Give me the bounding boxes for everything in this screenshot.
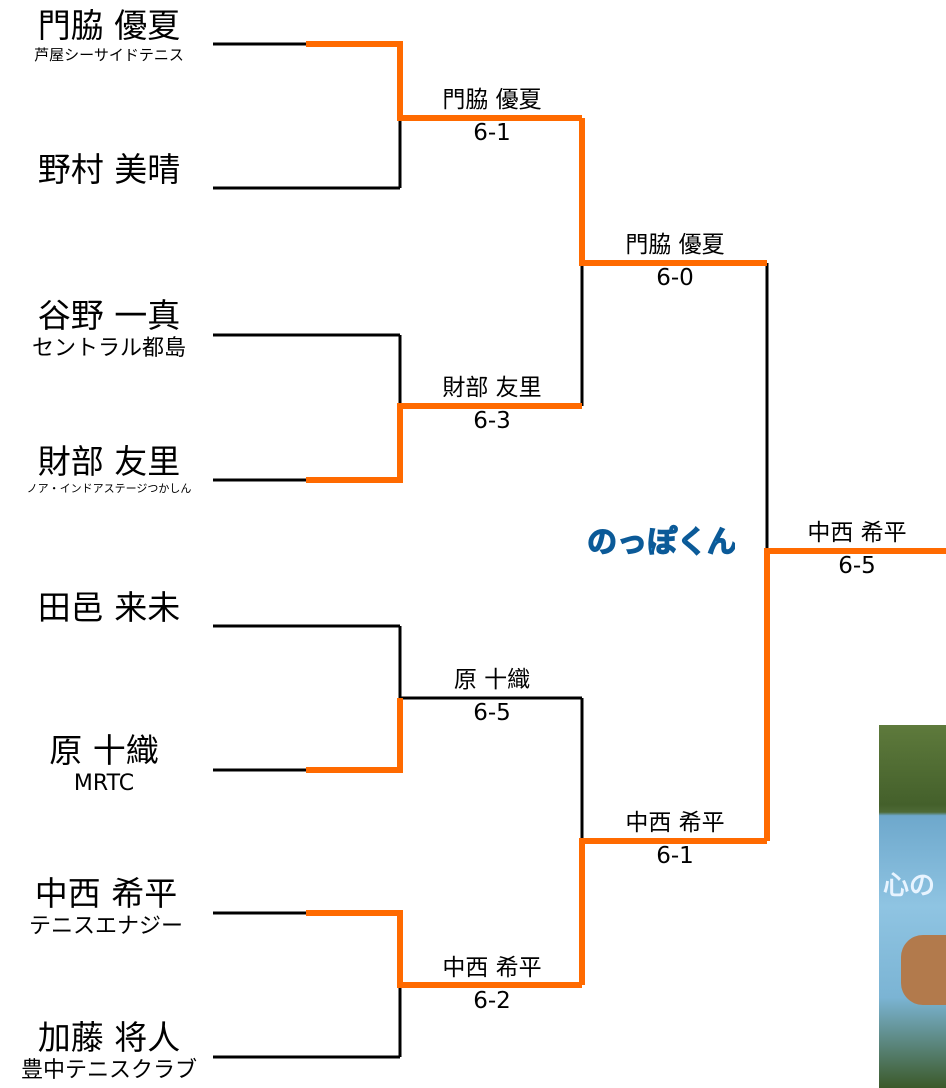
player-name: 田邑 来未 [37,588,181,627]
match-score: 6-1 [656,843,694,869]
player-name: 加藤 将人 [37,1018,181,1057]
win-path-r1-2 [306,403,582,483]
win-path-final [764,548,946,841]
sf-match-1-result: 門脇 優夏 6-0 [583,232,767,292]
logo-text-bottom: スク [555,538,585,556]
match-score: 6-3 [473,408,511,434]
player-name: 中西 希平 [34,874,178,913]
match-winner: 原 十織 [453,667,531,693]
win-path-sf-1 [579,118,767,266]
logo-text-main: のっぽくん [587,525,735,560]
player-club: 豊中テニスクラブ [20,1058,197,1083]
player-1: 門脇 優夏 芦屋シーサイドテニス [0,6,218,64]
match-score: 6-0 [656,265,694,291]
match-winner: 中西 希平 [442,955,542,981]
match-winner: 中西 希平 [625,810,725,836]
win-path-r1-3 [306,698,403,773]
player-name: 門脇 優夏 [37,6,181,45]
event-photo: 心の [879,725,946,1088]
r1-match-3-result: 原 十織 6-5 [401,667,583,727]
final-score: 6-5 [838,553,876,579]
player-3: 谷野 一真 セントラル都島 [0,296,218,362]
win-path-r1-4 [306,910,582,988]
logo-text-top: スク [547,517,577,535]
player-club: セントラル都島 [31,336,186,361]
player-5: 田邑 来未 [0,588,218,628]
player-8: 加藤 将人 豊中テニスクラブ [0,1018,218,1084]
player-name: 谷野 一真 [37,296,181,335]
player-club: 芦屋シーサイドテニス [34,46,184,64]
r1-match-1-result: 門脇 優夏 6-1 [401,87,583,147]
player-4: 財部 友里 ノア・インドアステージつかしん [0,442,218,496]
r1-match-4-result: 中西 希平 6-2 [401,955,583,1015]
match-winner: 財部 友里 [442,375,542,401]
player-name: 財部 友里 [37,442,181,481]
player-name: 野村 美晴 [37,150,181,189]
photo-banner-text: 心の [883,871,936,901]
player-6: 原 十織 MRTC [0,731,208,797]
player-club: MRTC [73,771,135,796]
r1-match-2-result: 財部 友里 6-3 [401,375,583,435]
final-result: 中西 希平 6-5 [768,520,946,580]
match-score: 6-2 [473,988,511,1014]
player-2: 野村 美晴 [0,150,218,190]
player-7: 中西 希平 テニスエナジー [0,874,212,940]
player-name: 原 十織 [49,731,159,770]
sf-match-2-result: 中西 希平 6-1 [583,810,767,870]
final-winner: 中西 希平 [807,520,907,546]
sukusuku-noppokun-logo: スク スク のっぽくん [547,517,736,561]
match-score: 6-5 [473,700,511,726]
win-path-r1-1 [306,41,582,121]
player-club: ノア・インドアステージつかしん [26,482,192,495]
win-path-sf-2 [579,838,767,985]
photo-person [901,935,946,1005]
match-score: 6-1 [473,120,511,146]
player-club: テニスエナジー [28,914,183,939]
match-winner: 門脇 優夏 [442,87,542,113]
match-winner: 門脇 優夏 [625,232,725,258]
